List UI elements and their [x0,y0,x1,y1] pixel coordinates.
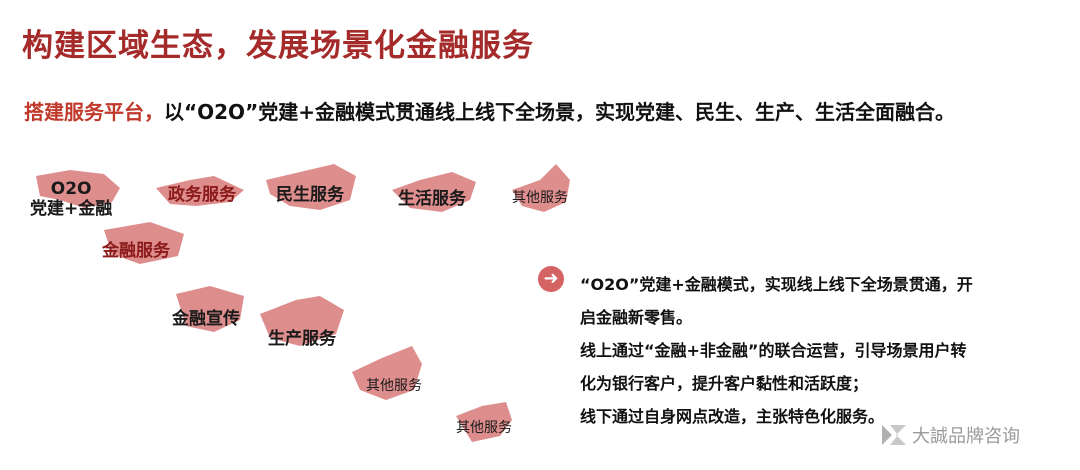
watermark-text: 大誠品牌咨询 [912,426,1020,447]
watermark: 大誠品牌咨询 [880,422,1020,448]
label-gov: 政务服务 [168,185,236,205]
label-finance: 金融服务 [102,241,170,261]
shape-finance [104,222,184,264]
shape-other3 [456,402,512,442]
description-line: “O2O”党建+金融模式，实现线上线下全场景贯通，开 [580,275,973,294]
description-line: 化为银行客户，提升客户黏性和活跃度； [580,374,869,393]
description-line: 线下通过自身网点改造，主张特色化服务。 [580,407,885,426]
shape-other1 [512,164,570,212]
label-o2o-line2: 党建+金融 [30,198,113,219]
label-o2o-line1: O2O [50,179,92,199]
label-other2: 其他服务 [366,378,422,394]
brand-logo-icon [882,425,906,445]
service-map: O2O 党建+金融 政务服务 民生服务 生活服务 其他服务 金融服务 金融宣传 … [0,150,600,470]
shape-o2o [36,170,120,208]
label-other3: 其他服务 [456,420,512,436]
shape-production [260,296,344,346]
label-livelihood: 民生服务 [276,185,344,205]
shape-life [392,172,476,212]
shape-gov [156,176,244,206]
shape-livelihood [266,164,356,210]
arrow-right-icon: ➜ [538,266,564,292]
subtitle-text: 以“O2O”党建+金融模式贯通线上线下全场景，实现党建、民生、生产、生活全面融合… [164,100,955,124]
service-shapes [36,164,570,442]
subtitle-highlight: 搭建服务平台， [24,100,164,124]
label-o2o: O2O 党建+金融 [30,179,113,219]
description-lines: “O2O”党建+金融模式，实现线上线下全场景贯通，开 启金融新零售。 线上通过“… [580,268,1058,433]
page-title: 构建区域生态，发展场景化金融服务 [22,28,534,64]
description-line: 启金融新零售。 [580,308,693,327]
shape-propaganda [176,286,244,332]
description-line: 线上通过“金融+非金融”的联合运营，引导场景用户转 [580,341,967,360]
label-production: 生产服务 [268,329,336,349]
label-propaganda: 金融宣传 [172,309,240,329]
subtitle: 搭建服务平台，以“O2O”党建+金融模式贯通线上线下全场景，实现党建、民生、生产… [24,96,955,125]
label-other1: 其他服务 [512,190,568,206]
label-life: 生活服务 [398,189,466,209]
shape-other2 [352,346,422,400]
